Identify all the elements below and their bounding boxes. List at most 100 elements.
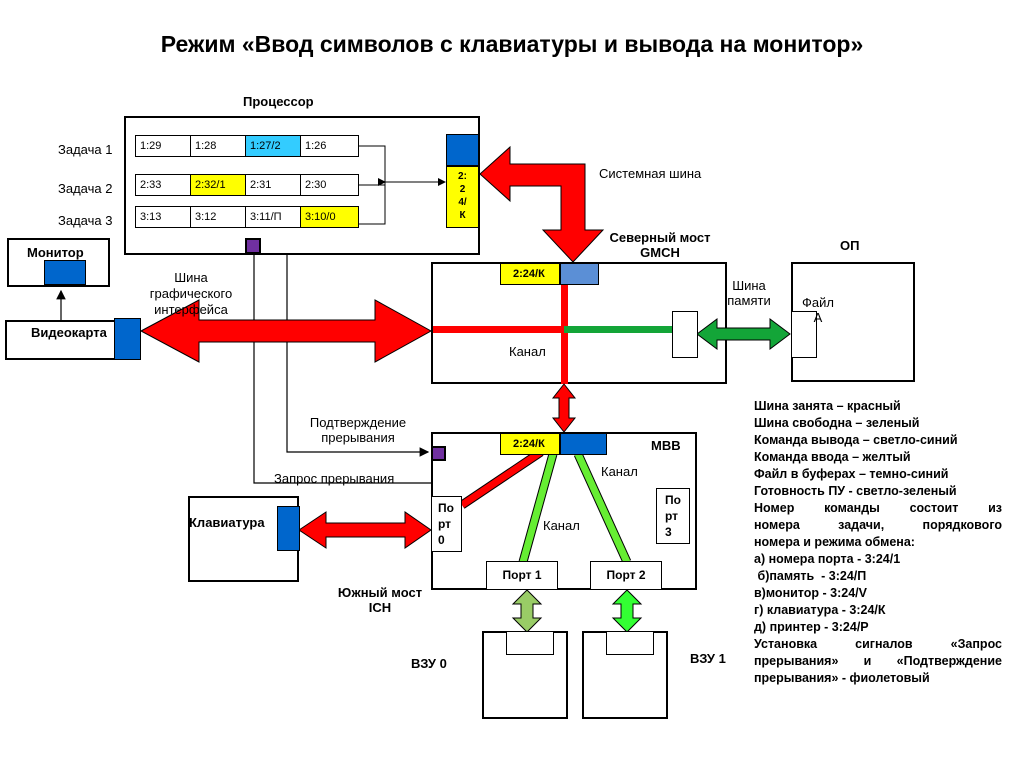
- nb-command-buffer: 2:24/К: [500, 263, 560, 285]
- op-port: [791, 311, 817, 358]
- monitor-label: Монитор: [27, 245, 84, 260]
- task-cell: 3:12: [190, 206, 246, 228]
- legend-line: Команда вывода – светло-синий: [754, 433, 958, 447]
- monitor-screen: [44, 260, 86, 285]
- task-cell: 2:31: [245, 174, 301, 196]
- legend-line: Шина свободна – зеленый: [754, 416, 920, 430]
- keyboard-bus-arrow: [298, 511, 432, 549]
- task-cell: 1:26: [300, 135, 359, 157]
- legend-line: Готовность ПУ - светло-зеленый: [754, 484, 957, 498]
- interrupt-request-label: Запрос прерывания: [274, 471, 395, 486]
- graphics-bus-line: интерфейса: [154, 302, 228, 317]
- mvv-channel-port2: [574, 452, 631, 564]
- legend-line: Файл в буферах – темно-синий: [754, 467, 949, 481]
- vzu1-label: ВЗУ 1: [690, 651, 726, 666]
- port-3-text: По: [665, 493, 681, 507]
- south-bridge-name: Южный мост: [337, 585, 423, 600]
- legend-line: Команда ввода – желтый: [754, 450, 911, 464]
- op-file-name: Файл: [802, 295, 834, 310]
- port-2: Порт 2: [590, 561, 662, 590]
- op-label: ОП: [840, 238, 860, 253]
- legend-line: прерывания» и «Подтверждение: [754, 654, 1002, 668]
- keyboard-label: Клавиатура: [189, 515, 265, 530]
- interrupt-ack-line: Подтверждение: [309, 415, 407, 430]
- nb-mvv-arrow: [551, 383, 577, 433]
- nb-channel-red-h: [433, 326, 564, 333]
- legend-line: в)монитор - 3:24/V: [754, 586, 867, 600]
- port-0: По рт 0: [431, 496, 462, 552]
- legend-line: номера и режима обмена:: [754, 535, 915, 549]
- south-bridge-chip: ICH: [368, 600, 392, 615]
- mvv-channel-port1: [519, 453, 557, 563]
- vzu0-label: ВЗУ 0: [411, 656, 447, 671]
- processor-label: Процессор: [243, 94, 314, 109]
- port-0-text: рт: [438, 517, 452, 531]
- system-bus-arrow: [479, 145, 605, 263]
- legend-line: номера задачи, порядкового: [754, 518, 1002, 532]
- op-file-letter: А: [813, 310, 823, 325]
- task-2-label: Задача 2: [58, 181, 113, 196]
- interrupt-flag-processor: [245, 238, 261, 254]
- task-cell: 1:29: [135, 135, 191, 157]
- buffer-text-line: 4/: [458, 197, 467, 208]
- legend-line: Установка сигналов «Запрос: [754, 637, 1002, 651]
- mvv-channel-port0: [460, 449, 543, 508]
- mvv-channel-label-2: Канал: [543, 518, 580, 533]
- interrupt-ack-line: прерывания: [321, 430, 395, 445]
- interrupt-ack-label: Подтверждение прерывания: [296, 415, 420, 445]
- interrupt-ack-line: [286, 253, 430, 457]
- north-bridge-label: Северный мост GMCH: [590, 230, 730, 260]
- task-cell: 2:33: [135, 174, 191, 196]
- vzu1-slot: [606, 631, 654, 655]
- north-bridge-name: Северный мост: [609, 230, 711, 245]
- task-cell: 3:11/П: [245, 206, 301, 228]
- port-3-text: рт: [665, 509, 679, 523]
- page-title: Режим «Ввод символов с клавиатуры и выво…: [160, 31, 864, 57]
- buffer-text-line: К: [459, 210, 466, 221]
- buffer-text-line: 2: [459, 184, 466, 195]
- port-1: Порт 1: [486, 561, 558, 590]
- legend-line: д) принтер - 3:24/Р: [754, 620, 869, 634]
- keyboard-buffer: [277, 506, 300, 551]
- task-3-label: Задача 3: [58, 213, 113, 228]
- nb-channel-label: Канал: [509, 344, 546, 359]
- graphics-bus-arrow: [139, 299, 433, 363]
- task-cell: 3:13: [135, 206, 191, 228]
- memory-bus-line: памяти: [727, 293, 771, 308]
- videocard-buffer: [114, 318, 141, 360]
- nb-file-buffer: [560, 263, 599, 285]
- south-bridge-label: Южный мост ICH: [330, 585, 430, 615]
- buffer-text-line: 2:: [458, 171, 467, 182]
- memory-bus-arrow: [696, 318, 791, 350]
- mvv-file-buffer: [560, 433, 607, 455]
- port-0-text: По: [438, 501, 454, 515]
- nb-channel-red-v: [561, 285, 568, 384]
- system-bus-label: Системная шина: [599, 166, 702, 181]
- processor-file-buffer: [446, 134, 479, 166]
- op-file-label: Файл А: [795, 295, 841, 325]
- task-cell-input: 3:10/0: [300, 206, 359, 228]
- legend-line: б)память - 3:24/П: [754, 569, 867, 583]
- port2-vzu1-arrow: [611, 589, 643, 633]
- task-cell-output: 1:27/2: [245, 135, 301, 157]
- legend: Шина занята – красный Шина свободна – зе…: [754, 398, 1002, 687]
- mvv-channel-label-1: Канал: [601, 464, 638, 479]
- mvv-label: МВВ: [651, 438, 681, 453]
- memory-bus-label: Шина памяти: [716, 278, 782, 308]
- legend-line: Шина занята – красный: [754, 399, 901, 413]
- graphics-bus-line: Шина: [174, 270, 208, 285]
- port1-vzu0-arrow: [511, 589, 543, 633]
- legend-line: а) номера порта - 3:24/1: [754, 552, 901, 566]
- processor-command-buffer: 2: 2 4/ К: [446, 166, 479, 228]
- memory-bus-line: Шина: [732, 278, 766, 293]
- vzu0-slot: [506, 631, 554, 655]
- graphics-bus-label: Шина графического интерфейса: [136, 270, 246, 318]
- interrupt-flag-mvv: [431, 446, 446, 461]
- north-bridge-chip: GMCH: [640, 245, 680, 260]
- task-cell-input: 2:32/1: [190, 174, 246, 196]
- port-0-text: 0: [438, 533, 445, 547]
- task-1-label: Задача 1: [58, 142, 113, 157]
- legend-line: г) клавиатура - 3:24/К: [754, 603, 886, 617]
- port-3: По рт 3: [656, 488, 690, 544]
